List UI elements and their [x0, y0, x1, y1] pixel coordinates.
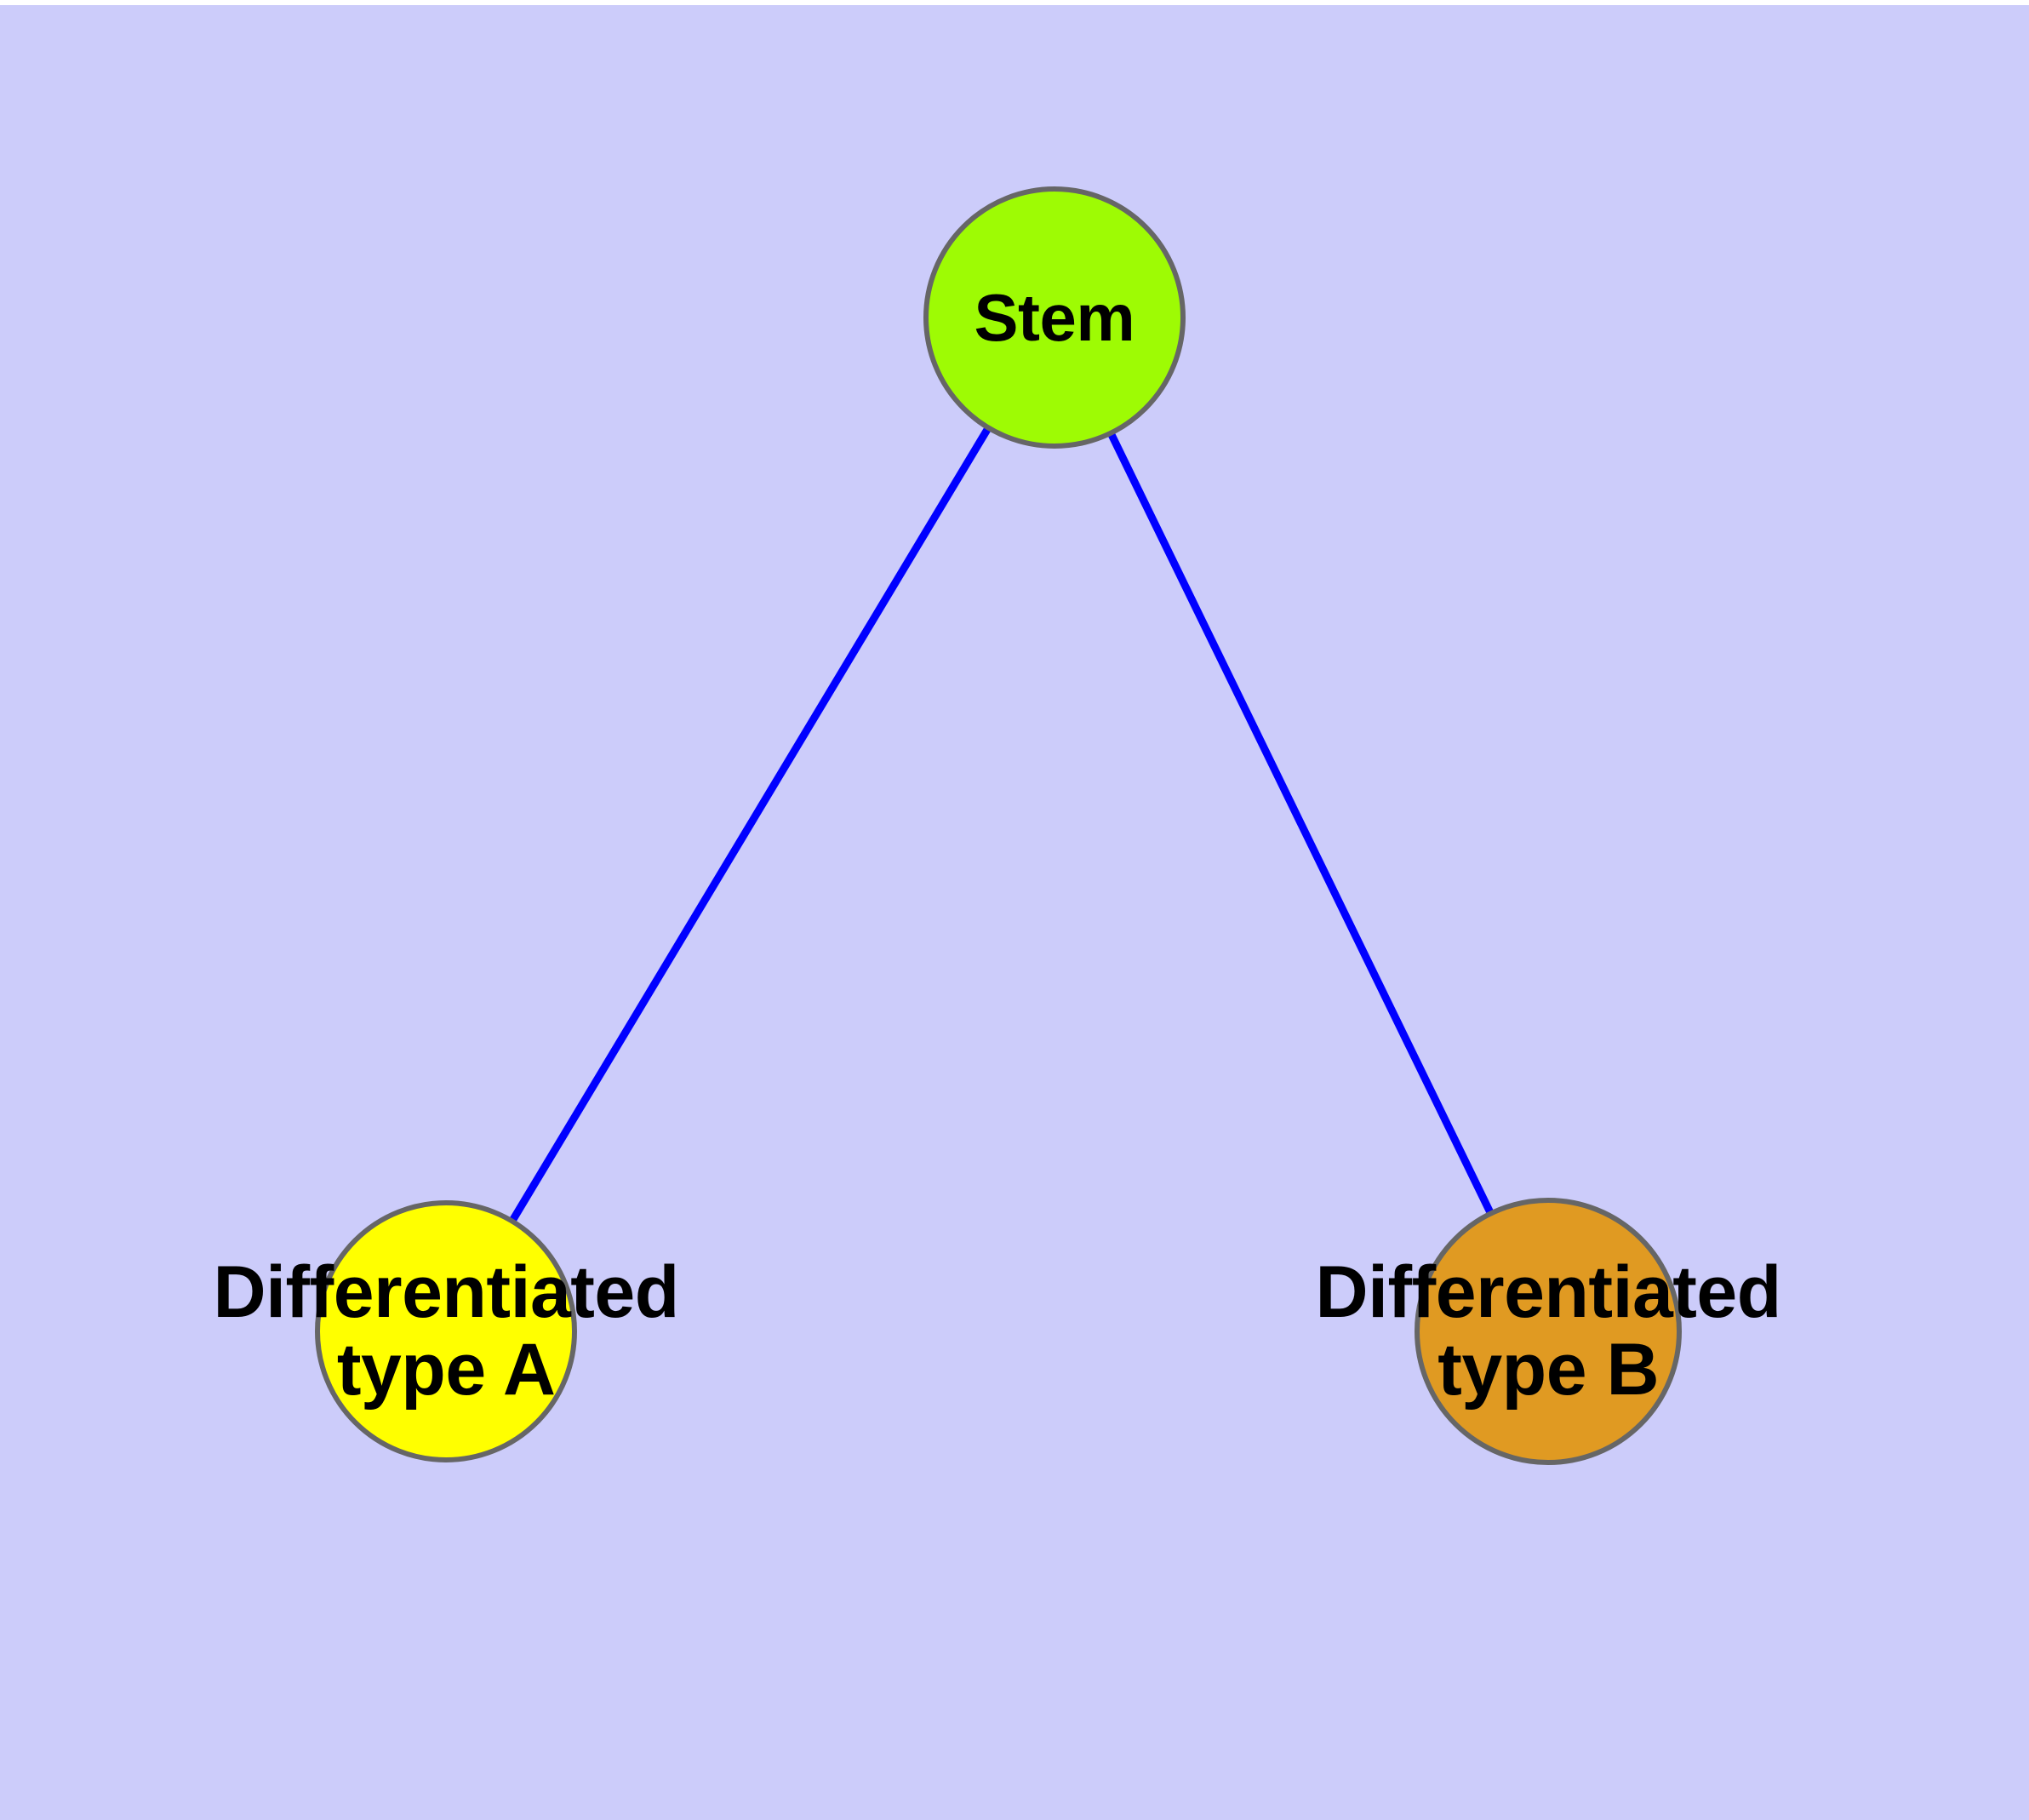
nodes-layer [315, 186, 1682, 1465]
edges-layer [443, 315, 1552, 1334]
edge-stem-to-diff_a[interactable] [443, 315, 1058, 1334]
node-circle-diff_a[interactable] [315, 1200, 577, 1462]
node-circle-stem[interactable] [923, 186, 1186, 449]
node-circle-diff_b[interactable] [1415, 1198, 1682, 1465]
edge-stem-to-diff_b[interactable] [1050, 316, 1552, 1333]
